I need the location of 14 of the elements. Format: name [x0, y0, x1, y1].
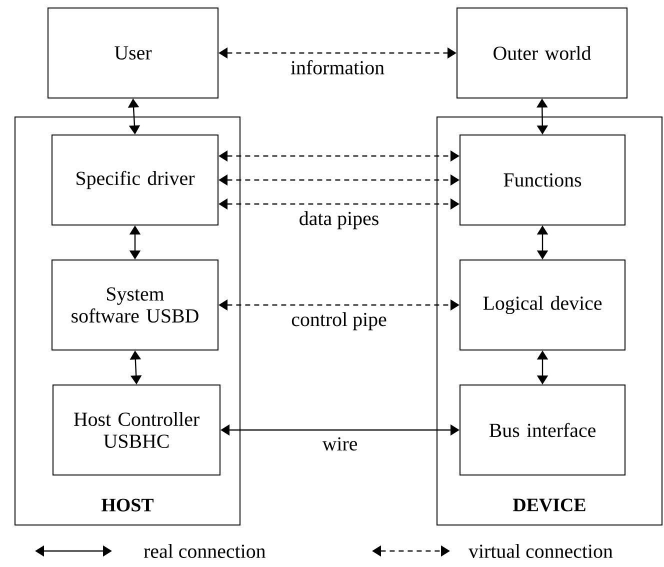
edge-label: control pipe: [290, 311, 388, 332]
process-box: Functions: [460, 134, 626, 226]
process-box: Outer world: [456, 7, 628, 98]
legend-text: virtual connection: [468, 544, 613, 558]
legend-text: real connection: [144, 544, 266, 558]
edge-label: wire: [321, 436, 359, 452]
process-box: Logical device: [460, 259, 626, 350]
process-box: Host Controller USBHC: [52, 384, 220, 476]
process-box: Bus interface: [460, 384, 626, 476]
process-box: Specific driver: [52, 134, 218, 226]
edge-label: information: [289, 59, 386, 76]
process-box: User: [48, 7, 218, 98]
edge-label: data pipes: [298, 210, 380, 230]
process-box: System software USBD: [52, 259, 218, 350]
